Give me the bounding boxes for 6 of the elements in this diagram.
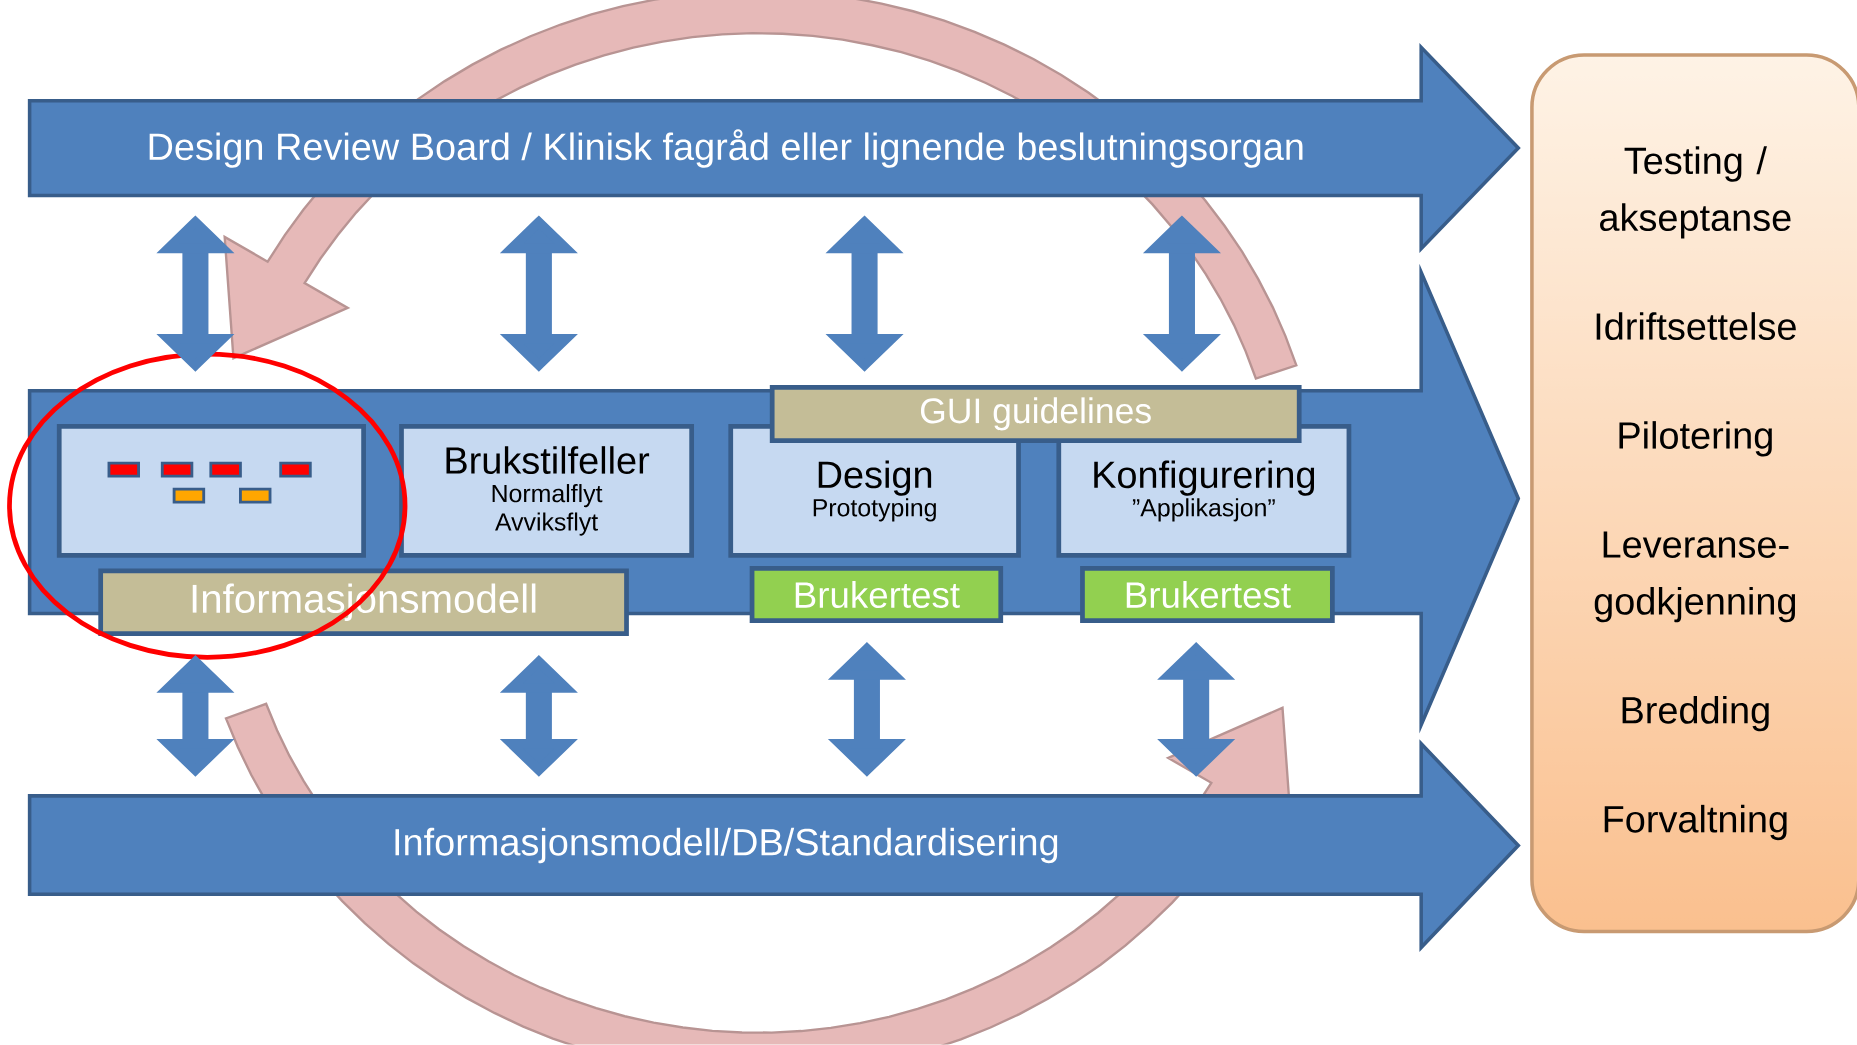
label-bar: Brukertest xyxy=(1080,566,1335,624)
label-bar: GUI guidelines xyxy=(769,385,1302,444)
process-box xyxy=(56,424,366,559)
phase-panel: Testing / akseptanse Idriftsettelse Pilotering Leveranse-godkjenning Bredding Forvaltning xyxy=(1530,53,1857,934)
label-bar: Brukertest xyxy=(749,566,1004,624)
process-box: Brukstilfeller Normalflyt Avviksflyt xyxy=(399,424,694,559)
